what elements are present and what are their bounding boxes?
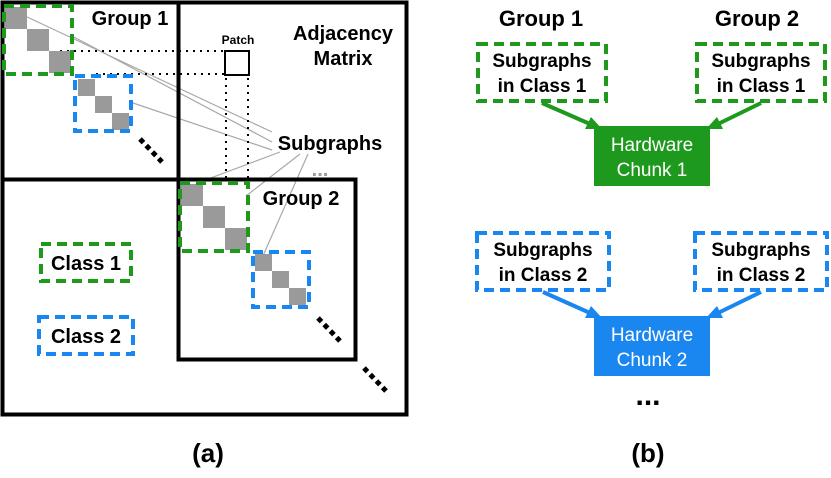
b-group2-class1-line1: Subgraphs <box>711 51 810 72</box>
legend-class2-label: Class 2 <box>51 326 121 348</box>
arrow-g1-class1-to-chunk1 <box>541 101 591 126</box>
connector-line <box>7 7 273 133</box>
group2-class2-box <box>251 250 311 309</box>
group2-class1-box <box>178 181 250 253</box>
group2-partition <box>176 177 358 362</box>
hardware-chunk1-line1: Hardware <box>611 135 693 156</box>
legend-class1-label: Class 1 <box>51 253 121 275</box>
subgraph-block <box>181 184 203 206</box>
subgraph-block <box>5 7 27 29</box>
hardware-chunk1 <box>594 126 710 186</box>
group2-label: Group 2 <box>263 188 340 210</box>
subgraphs-label: Subgraphs <box>278 133 382 155</box>
caption-a: (a) <box>192 438 224 468</box>
subgraph-block <box>289 288 306 305</box>
arrowhead-icon <box>706 117 723 129</box>
arrow-g1-class2-to-chunk2 <box>542 290 591 315</box>
b-group1-label: Group 1 <box>499 6 583 31</box>
connector-line <box>199 151 281 183</box>
diagonal-blocks <box>5 7 306 305</box>
hardware-chunk2 <box>594 316 710 376</box>
subgraph-block <box>225 228 247 250</box>
hardware-chunk2-line1: Hardware <box>611 325 693 346</box>
legend-class2-box <box>37 315 135 356</box>
b-group2-label: Group 2 <box>715 6 799 31</box>
b-group2-class2-box <box>693 231 829 292</box>
panel-b: Group 1 Group 2 Subgraphs in Class 1 Sub… <box>475 6 829 468</box>
subgraph-block <box>78 79 95 96</box>
b-group1-class1-line2: in Class 1 <box>498 76 587 97</box>
subgraph-block <box>203 206 225 228</box>
group1-label: Group 1 <box>92 8 169 30</box>
patch-guides <box>60 50 249 182</box>
arrowhead-icon <box>706 306 723 318</box>
subgraph-block <box>27 29 49 51</box>
subgraph-block <box>112 113 129 130</box>
connector-line <box>245 153 301 197</box>
subgraph-connectors <box>7 7 309 259</box>
continuation-dots-matrix <box>362 366 388 393</box>
subgraph-block <box>255 254 272 271</box>
hardware-chunk2-line2: Chunk 2 <box>617 350 688 371</box>
group1-class2-box <box>73 74 133 133</box>
group1-class1-box <box>2 4 74 76</box>
hardware-chunk1-line2: Chunk 1 <box>617 160 688 181</box>
continuation-dots-group2 <box>316 316 342 343</box>
b-ellipsis: ... <box>635 379 660 412</box>
adjacency-matrix-label-line1: Adjacency <box>293 23 394 45</box>
patch-square <box>224 50 250 76</box>
group1-partition <box>0 0 181 182</box>
connector-line <box>71 35 273 143</box>
adjacency-matrix-border <box>0 0 409 417</box>
b-group1-class2-line2: in Class 2 <box>499 265 588 286</box>
arrow-g2-class1-to-chunk1 <box>717 101 762 126</box>
b-group1-class1-line1: Subgraphs <box>492 51 591 72</box>
caption-b: (b) <box>631 438 664 468</box>
subgraph-block <box>95 96 112 113</box>
gray-ellipsis: ... <box>312 159 329 181</box>
connector-line <box>261 153 309 259</box>
b-group1-class2-line1: Subgraphs <box>493 240 592 261</box>
continuation-dots-group1 <box>138 137 164 164</box>
subgraph-block <box>272 271 289 288</box>
panel-a: Patch ... Group 1 Adjacency Matrix Subgr… <box>0 0 409 468</box>
b-group2-class2-line1: Subgraphs <box>711 240 810 261</box>
arrowhead-icon <box>585 306 602 318</box>
b-group1-class2-box <box>475 231 611 292</box>
adjacency-matrix-label-line2: Matrix <box>314 48 373 70</box>
connector-line <box>129 101 273 151</box>
patch-label: Patch <box>222 33 255 47</box>
subgraph-block <box>49 51 71 73</box>
class1-arrows <box>541 101 762 129</box>
b-group1-class1-box <box>476 42 608 103</box>
b-group2-class2-line2: in Class 2 <box>717 265 806 286</box>
b-group2-class1-box <box>695 42 827 103</box>
b-group2-class1-line2: in Class 1 <box>717 76 806 97</box>
class2-arrows <box>542 290 762 318</box>
arrow-g2-class2-to-chunk2 <box>717 290 762 315</box>
